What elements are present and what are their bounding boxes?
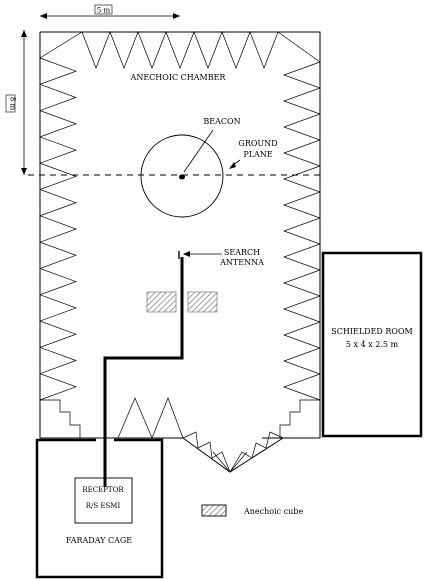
bottom-right-corner-absorber <box>279 399 320 438</box>
beacon-leader <box>183 129 214 173</box>
search-antenna-label-line2: ANTENNA <box>219 258 264 267</box>
entrance-left-absorbers <box>182 431 231 473</box>
antenna-cable <box>103 257 184 487</box>
search-antenna-arrow <box>183 251 190 257</box>
width-dimension-label: 5 m <box>97 7 111 15</box>
top-right-corner-absorber <box>277 31 321 63</box>
ground-plane-arrow <box>229 162 236 169</box>
top-left-corner-absorber <box>39 31 83 59</box>
top-wall-absorbers <box>81 31 279 69</box>
height-dimension: 8 m <box>5 30 27 175</box>
receptor-label-line1: RECEPTOR <box>82 486 124 494</box>
beacon-label: BEACON <box>203 117 240 126</box>
chamber-wall <box>39 31 321 439</box>
ground-plane <box>140 134 224 218</box>
left-wall-absorbers <box>38 57 78 401</box>
shielded-room-size: 5 x 4 x 2.5 m <box>346 340 399 349</box>
search-antenna-label-line1: SEARCH <box>224 248 260 257</box>
shielded-room <box>321 251 423 438</box>
legend-anechoic-cube-swatch <box>201 504 227 517</box>
height-dimension-label: 8 m <box>9 97 17 111</box>
anechoic-cube <box>146 291 177 313</box>
legend-anechoic-cube-label: Anechoic cube <box>243 507 303 516</box>
receptor-label-line2: R/S ESMI <box>86 502 121 510</box>
anechoic-cube <box>187 291 218 313</box>
ground-plane-label-line1: GROUND <box>238 139 277 148</box>
bottom-left-corner-absorber <box>40 399 81 438</box>
width-dimension: 5 m <box>40 4 180 19</box>
receptor-box <box>74 477 133 524</box>
right-wall-absorbers <box>282 61 322 401</box>
absorber-cones <box>38 31 322 473</box>
beacon-marker <box>179 174 185 180</box>
faraday-cage <box>35 438 164 579</box>
entrance-center-absorber <box>212 451 248 473</box>
faraday-cage-title: FARADAY CAGE <box>66 536 132 545</box>
bottom-wall-absorbers <box>117 397 184 439</box>
entrance-right-absorbers <box>229 431 284 473</box>
shielded-room-title: SCHIELDED ROOM <box>331 327 412 336</box>
ground-plane-label-line2: PLANE <box>243 150 272 159</box>
chamber-title: ANECHOIC CHAMBER <box>130 73 227 82</box>
